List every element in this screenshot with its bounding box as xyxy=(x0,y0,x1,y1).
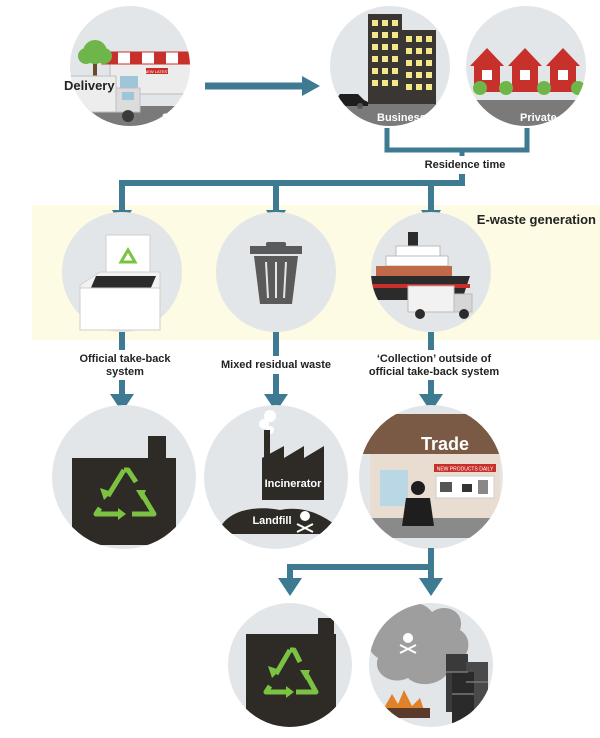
recycling-node xyxy=(52,405,196,549)
trade-label: Trade xyxy=(421,434,469,454)
official-takeback-label-line1: Official take-back xyxy=(79,353,171,365)
oil-barrels-icon xyxy=(446,654,488,727)
recycling-factory-icon xyxy=(246,618,336,727)
residence-time-bracket xyxy=(384,128,530,153)
private-use-label: Private use xyxy=(520,112,579,124)
incinerator-landfill-node: Incinerator Landfill xyxy=(204,405,348,549)
band-connectors xyxy=(119,332,434,396)
skull-icon xyxy=(296,511,314,533)
recycle-bin-icon xyxy=(79,234,161,331)
recycling-factory-icon xyxy=(72,436,176,545)
shop-sign: NEW PRODUCTS DAILY xyxy=(437,467,494,473)
landfill-label: Landfill xyxy=(252,515,291,527)
business-use-node: Business use xyxy=(330,6,450,126)
arrow-to-recycling xyxy=(110,394,134,412)
bottom-recycling-node xyxy=(228,603,352,727)
private-use-node: Private use xyxy=(466,6,586,126)
distribution-lines xyxy=(119,174,465,212)
arrow-to-incinerator xyxy=(264,394,288,412)
office-building-icon xyxy=(368,14,436,114)
takeback-bin-node xyxy=(62,212,182,332)
incinerator-factory-icon xyxy=(262,430,324,500)
mixed-residual-waste-label: Mixed residual waste xyxy=(221,359,331,371)
trash-can-icon xyxy=(250,242,302,304)
ship-truck-icon xyxy=(371,232,473,319)
collection-label-line2: official take-back system xyxy=(369,366,499,378)
ewaste-generation-label: E-waste generation xyxy=(477,212,596,227)
arrow-to-dumping xyxy=(419,578,443,596)
sales-node: NEW LATEST Delivery Sales xyxy=(64,6,191,126)
business-use-label: Business use xyxy=(377,112,448,124)
toxic-smoke-icon xyxy=(369,603,469,685)
fire-icon xyxy=(380,690,430,718)
trade-shop-icon: NEW PRODUCTS DAILY xyxy=(359,414,503,538)
official-takeback-label-line2: system xyxy=(106,366,144,378)
trader-person-icon xyxy=(402,481,434,526)
incinerator-label: Incinerator xyxy=(265,478,323,490)
arrow-to-bottom-recycling xyxy=(278,578,302,596)
collection-label-line1: ‘Collection’ outside of xyxy=(377,353,492,365)
store-sign: NEW LATEST xyxy=(144,69,170,74)
collection-node xyxy=(371,212,491,332)
residence-time-label: Residence time xyxy=(425,159,506,171)
sales-label: Sales xyxy=(162,112,191,124)
trade-node: NEW PRODUCTS DAILY Trade xyxy=(359,405,503,549)
arrow-to-trade xyxy=(419,394,443,412)
delivery-label: Delivery xyxy=(64,78,115,93)
mixed-waste-node xyxy=(216,212,336,332)
dumping-node xyxy=(369,603,493,727)
arrow-sales-to-use xyxy=(205,76,320,96)
houses-icon xyxy=(470,48,585,95)
trade-split-lines xyxy=(287,548,434,580)
tree-icon xyxy=(78,40,112,78)
truck-icon xyxy=(70,75,141,122)
